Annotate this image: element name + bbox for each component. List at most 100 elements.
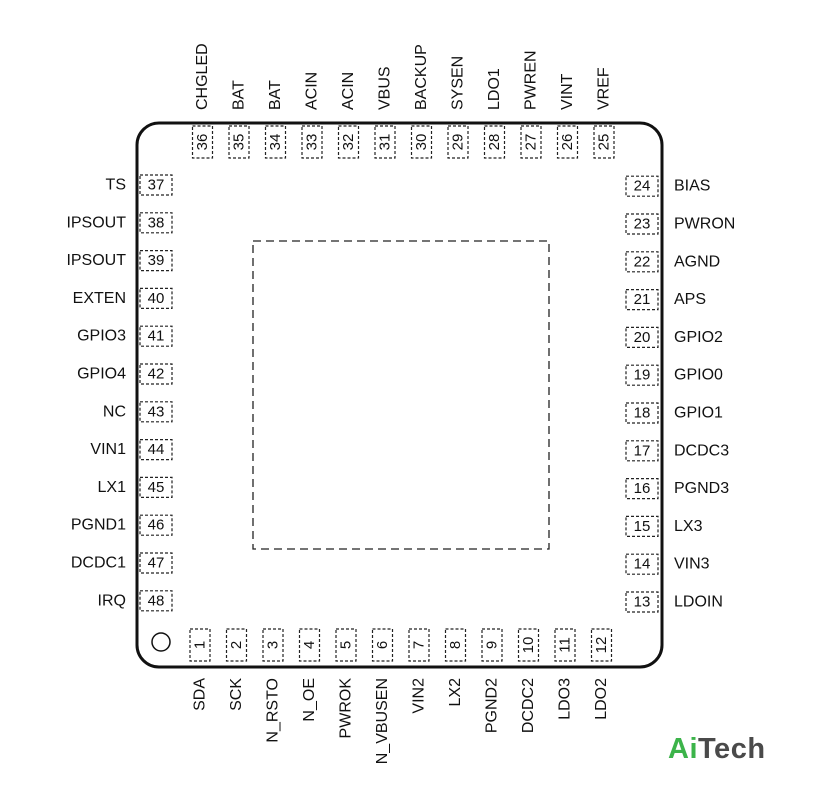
pin-pad	[262, 628, 284, 662]
pin-label: VIN1	[90, 441, 126, 458]
pin-4: 4N_OE	[298, 628, 321, 722]
pin-number: 2	[228, 641, 245, 649]
pin-23: 23 PWRON	[625, 213, 735, 235]
pin-6: 6N_VBUSEN	[371, 628, 394, 764]
pin-label: GPIO0	[674, 367, 723, 384]
pin-number: 45	[148, 479, 165, 496]
pin-number: 27	[523, 134, 540, 151]
pin-number: 46	[148, 517, 165, 534]
pin-label: CHGLED	[194, 43, 211, 110]
pin-number: 37	[148, 177, 165, 194]
pin-number: 6	[374, 641, 391, 649]
pin-label: GPIO4	[77, 366, 126, 383]
pin-pad	[139, 514, 173, 536]
pin-number: 42	[148, 366, 165, 383]
pin-label: APS	[674, 291, 706, 308]
pin-number: 36	[194, 134, 211, 151]
pin-42: 42 GPIO4	[77, 363, 173, 385]
pin-pad	[447, 125, 469, 159]
pin-pad	[139, 363, 173, 385]
pin-3: 3N_RSTO	[262, 628, 284, 743]
pin-pad	[139, 439, 173, 461]
pin-label: PGND1	[71, 517, 126, 534]
pin-label: VBUS	[377, 66, 394, 110]
pin-label: IRQ	[98, 592, 126, 609]
pin-label: AGND	[674, 253, 720, 270]
pin-label: LDO1	[486, 68, 503, 110]
pin-label: NC	[103, 403, 126, 420]
pin-pad	[139, 287, 173, 309]
pin-label: VIN3	[674, 556, 710, 573]
pin-pad	[225, 628, 248, 662]
pin-number: 9	[484, 641, 501, 649]
pin-pad	[625, 553, 659, 575]
pin-pad	[625, 440, 659, 462]
pin-label: GPIO3	[77, 328, 126, 345]
pin-label: PWRON	[674, 216, 735, 233]
pin-pad	[625, 289, 659, 311]
pin-pad	[301, 125, 323, 159]
pin-pad	[408, 628, 430, 662]
pin-pad	[481, 628, 503, 662]
pin-label: LX2	[447, 678, 464, 707]
pin-pad	[371, 628, 394, 662]
pin-pad	[139, 476, 173, 498]
pin-pad	[139, 401, 173, 423]
pin-pad	[139, 250, 173, 272]
pin-45: 45 LX1	[98, 476, 173, 498]
pin-pad	[554, 628, 576, 662]
pin-label: PGND2	[484, 678, 501, 733]
pin-pad	[298, 628, 321, 662]
pin-pad	[625, 515, 659, 538]
pin-46: 46 PGND1	[71, 514, 173, 536]
pin-label: VINT	[559, 73, 576, 110]
pin-label: IPSOUT	[66, 252, 126, 269]
pin-44: 44 VIN1	[90, 439, 173, 461]
pin-label: BACKUP	[413, 44, 430, 110]
logo-suffix: Tech	[698, 733, 766, 765]
pin-label: SCK	[228, 678, 245, 711]
pin-pad	[228, 125, 250, 159]
pin-number: 16	[634, 480, 651, 497]
pin-pad	[625, 591, 659, 613]
pin-label: GPIO1	[674, 405, 723, 422]
pin-label: VREF	[596, 67, 613, 110]
pin-label: LDOIN	[674, 594, 723, 611]
pin-label: LX1	[98, 479, 127, 496]
pin-number: 44	[148, 441, 165, 458]
pin-number: 12	[593, 637, 610, 654]
pin-pad	[625, 478, 659, 500]
pin-label: SDA	[192, 678, 209, 711]
pin-36: 36 CHGLED	[191, 43, 214, 159]
pin-label: VIN2	[411, 678, 428, 714]
pin-number: 23	[634, 216, 651, 233]
pin-label: ACIN	[304, 72, 321, 110]
pin-label: DCDC1	[71, 555, 126, 572]
pin-number: 17	[634, 442, 651, 459]
pin-number: 40	[148, 290, 165, 307]
pin-label: GPIO2	[674, 329, 723, 346]
pin-label: N_RSTO	[265, 678, 282, 743]
